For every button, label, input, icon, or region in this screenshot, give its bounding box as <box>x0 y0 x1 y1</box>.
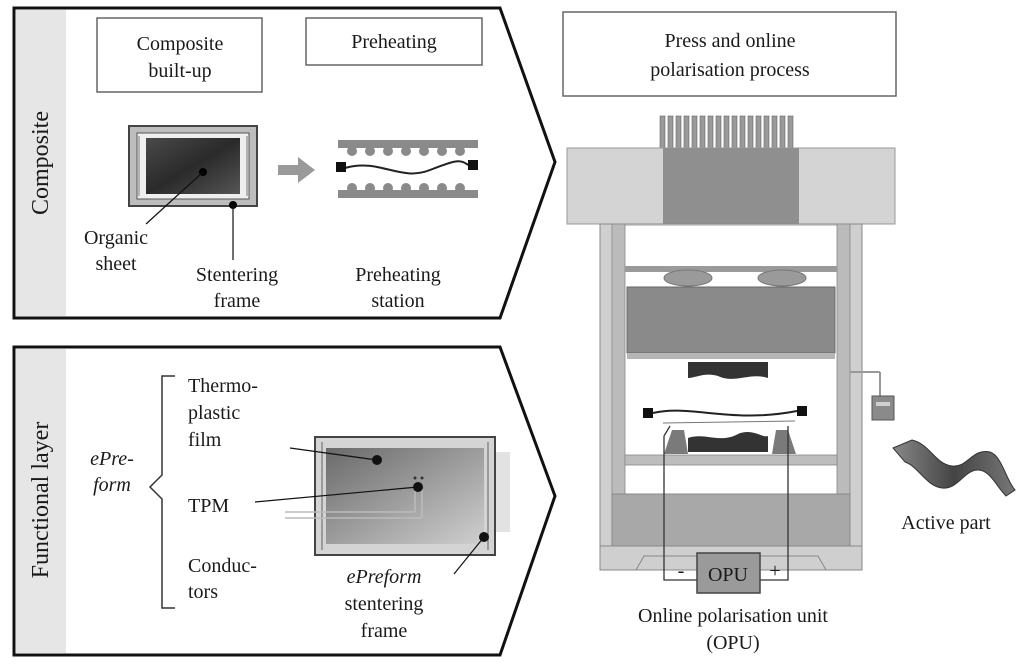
stentering-frame-label-2: frame <box>214 290 261 312</box>
organic-sheet-figure <box>128 125 258 260</box>
press-title-box <box>562 11 897 97</box>
composite-buildup-line1: Composite <box>137 33 224 55</box>
tpm-label: TPM <box>188 495 229 517</box>
thermoplastic-film-label-3: film <box>188 429 222 451</box>
composite-side-label: Composite <box>28 111 54 215</box>
functional-side-band <box>16 349 66 653</box>
epreform-in-press <box>652 409 798 417</box>
active-part <box>892 439 1016 497</box>
press-machine <box>566 115 896 571</box>
thermoplastic-film <box>326 448 484 544</box>
epreform-label-2: form <box>93 474 131 496</box>
hydraulic-cylinder-fins <box>659 115 794 151</box>
press-panel: Press and online polarisation process <box>562 11 1016 654</box>
opu-box <box>696 552 761 594</box>
composite-buildup-line2: built-up <box>148 60 211 82</box>
opu-plus: + <box>769 560 780 582</box>
piston-right <box>757 269 807 287</box>
functional-layer-panel: Functional layer ePre- form Thermo- plas… <box>12 345 557 657</box>
press-base <box>599 545 863 571</box>
control-box <box>871 395 895 421</box>
transfer-arrow-icon <box>278 157 315 183</box>
preheating-box <box>305 17 483 66</box>
preheating-station-label-1: Preheating <box>355 264 441 286</box>
press-crown-center <box>663 148 799 224</box>
opu-label: OPU <box>708 564 749 586</box>
right-column <box>836 223 851 495</box>
press-bed <box>611 493 851 547</box>
functional-side-label: Functional layer <box>28 422 54 579</box>
opu-minus: - <box>678 560 685 582</box>
epreform-frame-label-2: stentering <box>345 593 424 615</box>
upper-tool <box>688 362 768 379</box>
preheater-top-plate <box>338 140 478 148</box>
press-title-line1: Press and online <box>664 30 795 52</box>
active-part-figure <box>892 439 1016 497</box>
press-table <box>624 454 838 466</box>
composite-side-band <box>16 10 66 316</box>
opu-wiring <box>663 425 789 581</box>
epreform-brace <box>148 375 175 609</box>
thermoplastic-film-label-2: plastic <box>188 402 240 424</box>
upper-ram <box>626 286 836 354</box>
opu-caption-2: (OPU) <box>706 632 759 654</box>
composite-buildup-box <box>96 17 263 93</box>
epreform-label-1: ePre- <box>90 448 134 470</box>
press-title-line2: polarisation process <box>650 59 810 81</box>
organic-sheet <box>146 138 240 194</box>
organic-sheet-label-1: Organic <box>84 227 148 249</box>
composite-panel: Composite Composite built-up Preheating … <box>12 6 557 320</box>
functional-panel-outline <box>12 345 557 657</box>
organic-sheet-label-2: sheet <box>95 253 137 275</box>
preheating-station-label-2: station <box>371 290 424 312</box>
conductors-label-1: Conduc- <box>188 555 257 577</box>
preheater-bottom-plate <box>338 190 478 198</box>
epreform-figure <box>254 436 510 575</box>
active-part-label: Active part <box>901 512 991 534</box>
thermoplastic-film-label-1: Thermo- <box>188 375 258 397</box>
preheated-sheet <box>344 160 471 175</box>
lower-tool <box>688 432 768 452</box>
preheating-box-label: Preheating <box>351 31 437 53</box>
left-column <box>611 223 626 495</box>
opu-caption-1: Online polarisation unit <box>638 605 828 627</box>
epreform-frame-label-3: frame <box>361 620 408 642</box>
conductors-label-2: tors <box>188 581 218 603</box>
preheating-station-figure <box>336 140 478 198</box>
piston-left <box>663 269 713 287</box>
epreform-frame-label-1: ePreform <box>347 566 422 588</box>
stentering-frame-label-1: Stentering <box>196 264 278 286</box>
